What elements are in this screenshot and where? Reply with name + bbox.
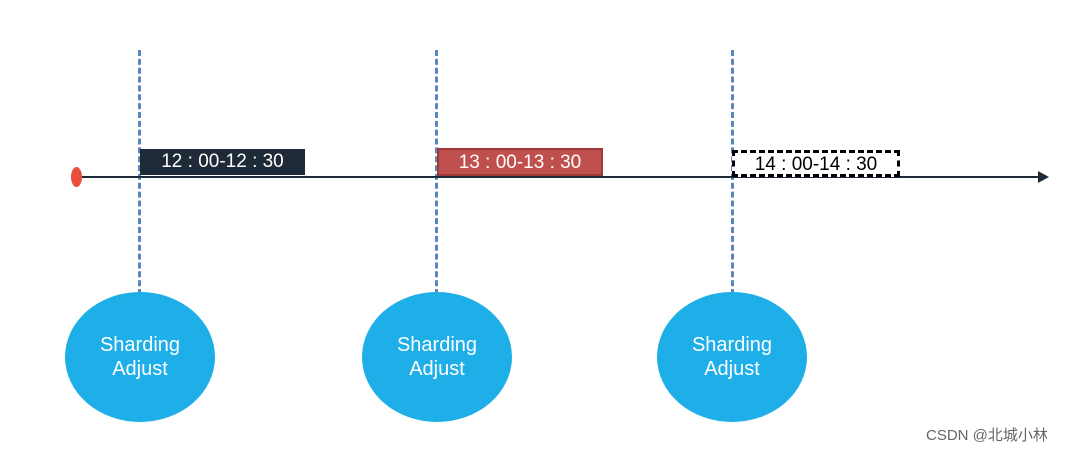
time-slot-1: 12 : 00-12 : 30	[140, 149, 305, 175]
timeline-start-dot	[71, 167, 82, 187]
sharding-adjust-node-2: Sharding Adjust	[362, 292, 512, 422]
time-slot-2: 13 : 00-13 : 30	[437, 148, 603, 176]
node-label-line2: Adjust	[409, 358, 465, 380]
dashed-divider-2	[435, 50, 438, 295]
watermark-text: CSDN @北城小林	[926, 427, 1048, 444]
sharding-adjust-node-3: Sharding Adjust	[657, 292, 807, 422]
dashed-divider-1	[138, 50, 141, 295]
node-label-line1: Sharding	[396, 334, 478, 356]
node-label-line2: Adjust	[704, 358, 760, 380]
timeline-arrow-icon	[1038, 171, 1049, 183]
time-slot-3: 14 : 00-14 : 30	[732, 150, 900, 177]
timeline-axis	[78, 176, 1040, 178]
node-label-line1: Sharding	[691, 334, 773, 356]
node-label-line2: Adjust	[112, 358, 168, 380]
sharding-adjust-node-1: Sharding Adjust	[65, 292, 215, 422]
node-label-line1: Sharding	[99, 334, 181, 356]
